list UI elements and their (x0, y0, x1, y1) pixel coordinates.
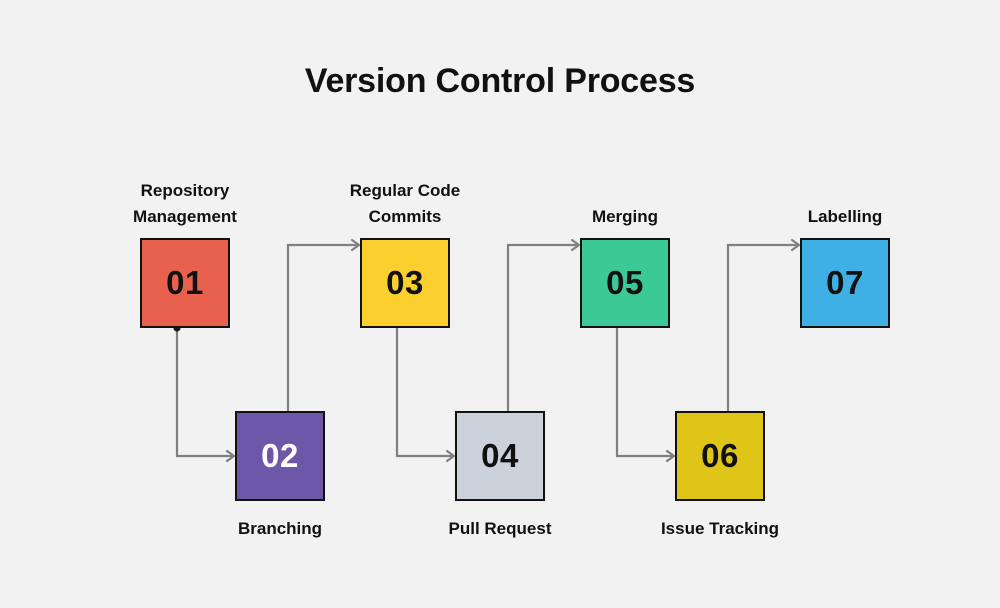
step-caption-05: Merging (515, 204, 735, 608)
step-number: 03 (386, 264, 424, 301)
step-box-03[interactable]: 03 (360, 238, 450, 328)
step-caption-07: Labelling (735, 204, 955, 608)
step-caption-line: Regular Code (349, 181, 461, 200)
step-caption-line: Merging (591, 207, 659, 226)
step-caption-06: Issue Tracking (610, 516, 830, 542)
step-number: 01 (166, 264, 204, 301)
step-number: 02 (261, 437, 299, 474)
step-caption-line: Branching (237, 519, 323, 538)
step-caption-line: Management (133, 207, 237, 226)
step-number: 07 (826, 264, 864, 301)
step-box-02[interactable]: 02 (235, 411, 325, 501)
step-caption-line: Issue Tracking (660, 519, 780, 538)
step-caption-04: Pull Request (390, 516, 610, 542)
step-number: 04 (481, 437, 519, 474)
step-number: 06 (701, 437, 739, 474)
step-caption-02: Branching (170, 516, 390, 542)
step-caption-line: Labelling (807, 207, 883, 226)
step-box-06[interactable]: 06 (675, 411, 765, 501)
step-number: 05 (606, 264, 644, 301)
step-caption-line: Repository (140, 181, 230, 200)
step-caption-line: Pull Request (448, 519, 552, 538)
step-box-04[interactable]: 04 (455, 411, 545, 501)
step-box-07[interactable]: 07 (800, 238, 890, 328)
page-title: Version Control Process (304, 62, 696, 100)
step-caption-line: Commits (368, 207, 442, 226)
step-box-05[interactable]: 05 (580, 238, 670, 328)
step-box-01[interactable]: 01 (140, 238, 230, 328)
